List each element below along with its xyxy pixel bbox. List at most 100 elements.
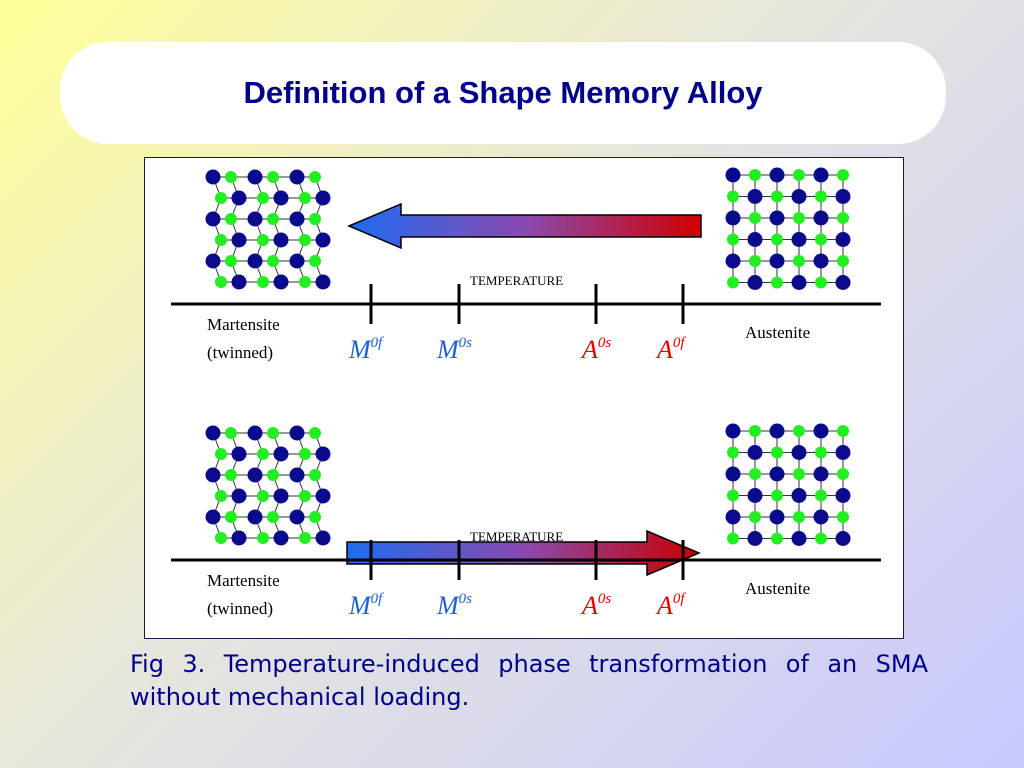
lattice-atom-green bbox=[749, 212, 761, 224]
lattice-atom-dark bbox=[231, 530, 247, 546]
transition-temperature-a0f: A0f bbox=[655, 335, 686, 364]
lattice-atom-green bbox=[815, 190, 827, 203]
lattice-atom-dark bbox=[273, 488, 289, 504]
lattice-atom-dark bbox=[835, 531, 851, 546]
lattice-atom-green bbox=[749, 425, 761, 437]
lattice-atom-green bbox=[225, 255, 237, 267]
lattice-atom-green bbox=[837, 169, 849, 181]
lattice-atom-dark bbox=[725, 253, 741, 269]
lattice-atom-dark bbox=[231, 274, 247, 290]
lattice-atom-dark bbox=[835, 488, 851, 503]
lattice-atom-green bbox=[771, 489, 783, 502]
figure-caption: Fig 3. Temperature-induced phase transfo… bbox=[130, 650, 928, 711]
lattice-atom-green bbox=[257, 234, 269, 246]
lattice-atom-dark bbox=[835, 189, 851, 204]
lattice-atom-dark bbox=[813, 466, 829, 482]
lattice-atom-green bbox=[257, 448, 269, 460]
martensite-label: Martensite bbox=[207, 315, 280, 334]
lattice-atom-dark bbox=[725, 509, 741, 525]
lattice-atom-green bbox=[267, 213, 279, 225]
lattice-atom-dark bbox=[289, 425, 305, 441]
lattice-atom-dark bbox=[747, 189, 763, 204]
lattice-atom-dark bbox=[205, 425, 221, 441]
austenite-lattice bbox=[725, 167, 851, 290]
lattice-atom-dark bbox=[725, 423, 741, 439]
lattice-atom-dark bbox=[813, 423, 829, 439]
transformation-panel-1: TEMPERATURE Martensite (twinned) AusteniteM… bbox=[171, 167, 881, 364]
temperature-label: TEMPERATURE bbox=[470, 273, 563, 288]
lattice-atom-dark bbox=[247, 211, 263, 227]
lattice-atom-green bbox=[215, 234, 227, 246]
transition-temperature-m0f: M0f bbox=[348, 335, 384, 364]
lattice-atom-green bbox=[225, 469, 237, 481]
lattice-atom-green bbox=[771, 233, 783, 246]
lattice-atom-green bbox=[299, 532, 311, 544]
lattice-atom-dark bbox=[231, 232, 247, 248]
lattice-atom-dark bbox=[747, 531, 763, 546]
transition-temperature-m0s: M0s bbox=[436, 591, 472, 620]
lattice-atom-green bbox=[727, 446, 739, 459]
lattice-atom-green bbox=[257, 532, 269, 544]
lattice-atom-green bbox=[257, 490, 269, 502]
lattice-atom-green bbox=[793, 255, 805, 267]
lattice-atom-green bbox=[267, 469, 279, 481]
lattice-atom-dark bbox=[247, 169, 263, 185]
lattice-atom-green bbox=[267, 427, 279, 439]
lattice-atom-dark bbox=[769, 423, 785, 439]
lattice-atom-green bbox=[815, 233, 827, 246]
lattice-atom-green bbox=[309, 511, 321, 523]
lattice-atom-dark bbox=[247, 425, 263, 441]
lattice-atom-dark bbox=[769, 167, 785, 183]
lattice-atom-green bbox=[309, 171, 321, 183]
lattice-atom-green bbox=[225, 511, 237, 523]
lattice-atom-green bbox=[837, 468, 849, 480]
lattice-atom-green bbox=[299, 490, 311, 502]
lattice-atom-dark bbox=[273, 446, 289, 462]
lattice-atom-green bbox=[309, 213, 321, 225]
transition-temperature-a0s: A0s bbox=[580, 591, 611, 620]
lattice-atom-green bbox=[837, 511, 849, 523]
lattice-atom-green bbox=[815, 489, 827, 502]
title-banner: Definition of a Shape Memory Alloy bbox=[60, 42, 946, 144]
heating-arrow-right bbox=[346, 529, 701, 577]
lattice-atom-dark bbox=[769, 210, 785, 226]
lattice-atom-dark bbox=[289, 169, 305, 185]
lattice-atom-green bbox=[215, 192, 227, 204]
lattice-atom-green bbox=[837, 425, 849, 437]
lattice-atom-dark bbox=[813, 210, 829, 226]
martensite-label: Martensite bbox=[207, 571, 280, 590]
diagram-canvas: TEMPERATUREMartensite(twinned)AusteniteM… bbox=[171, 167, 881, 620]
lattice-atom-dark bbox=[273, 232, 289, 248]
lattice-atom-green bbox=[727, 489, 739, 502]
lattice-atom-dark bbox=[769, 466, 785, 482]
transition-temperature-m0s: M0s bbox=[436, 335, 472, 364]
austenite-label: Austenite bbox=[745, 579, 810, 598]
lattice-atom-dark bbox=[231, 488, 247, 504]
austenite-lattice bbox=[725, 423, 851, 546]
lattice-atom-dark bbox=[791, 275, 807, 290]
lattice-atom-green bbox=[225, 427, 237, 439]
lattice-atom-dark bbox=[289, 253, 305, 269]
lattice-atom-dark bbox=[725, 210, 741, 226]
austenite-label: Austenite bbox=[745, 323, 810, 342]
lattice-atom-dark bbox=[315, 190, 331, 206]
temperature-label: TEMPERATURE bbox=[470, 529, 563, 544]
lattice-atom-dark bbox=[791, 531, 807, 546]
lattice-atom-dark bbox=[205, 253, 221, 269]
lattice-atom-dark bbox=[205, 211, 221, 227]
lattice-atom-green bbox=[771, 446, 783, 459]
lattice-atom-green bbox=[215, 276, 227, 288]
transformation-panel-2: TEMPERATUREMartensite(twinned)AusteniteM… bbox=[171, 423, 881, 620]
lattice-atom-green bbox=[257, 192, 269, 204]
slide-title: Definition of a Shape Memory Alloy bbox=[243, 75, 763, 110]
lattice-atom-green bbox=[727, 190, 739, 203]
martensite-lattice bbox=[205, 169, 331, 290]
lattice-atom-green bbox=[215, 532, 227, 544]
lattice-atom-green bbox=[309, 255, 321, 267]
lattice-atom-green bbox=[225, 213, 237, 225]
lattice-atom-green bbox=[299, 276, 311, 288]
lattice-atom-dark bbox=[231, 446, 247, 462]
lattice-atom-green bbox=[309, 469, 321, 481]
lattice-atom-dark bbox=[315, 274, 331, 290]
twinned-label: (twinned) bbox=[207, 343, 273, 362]
